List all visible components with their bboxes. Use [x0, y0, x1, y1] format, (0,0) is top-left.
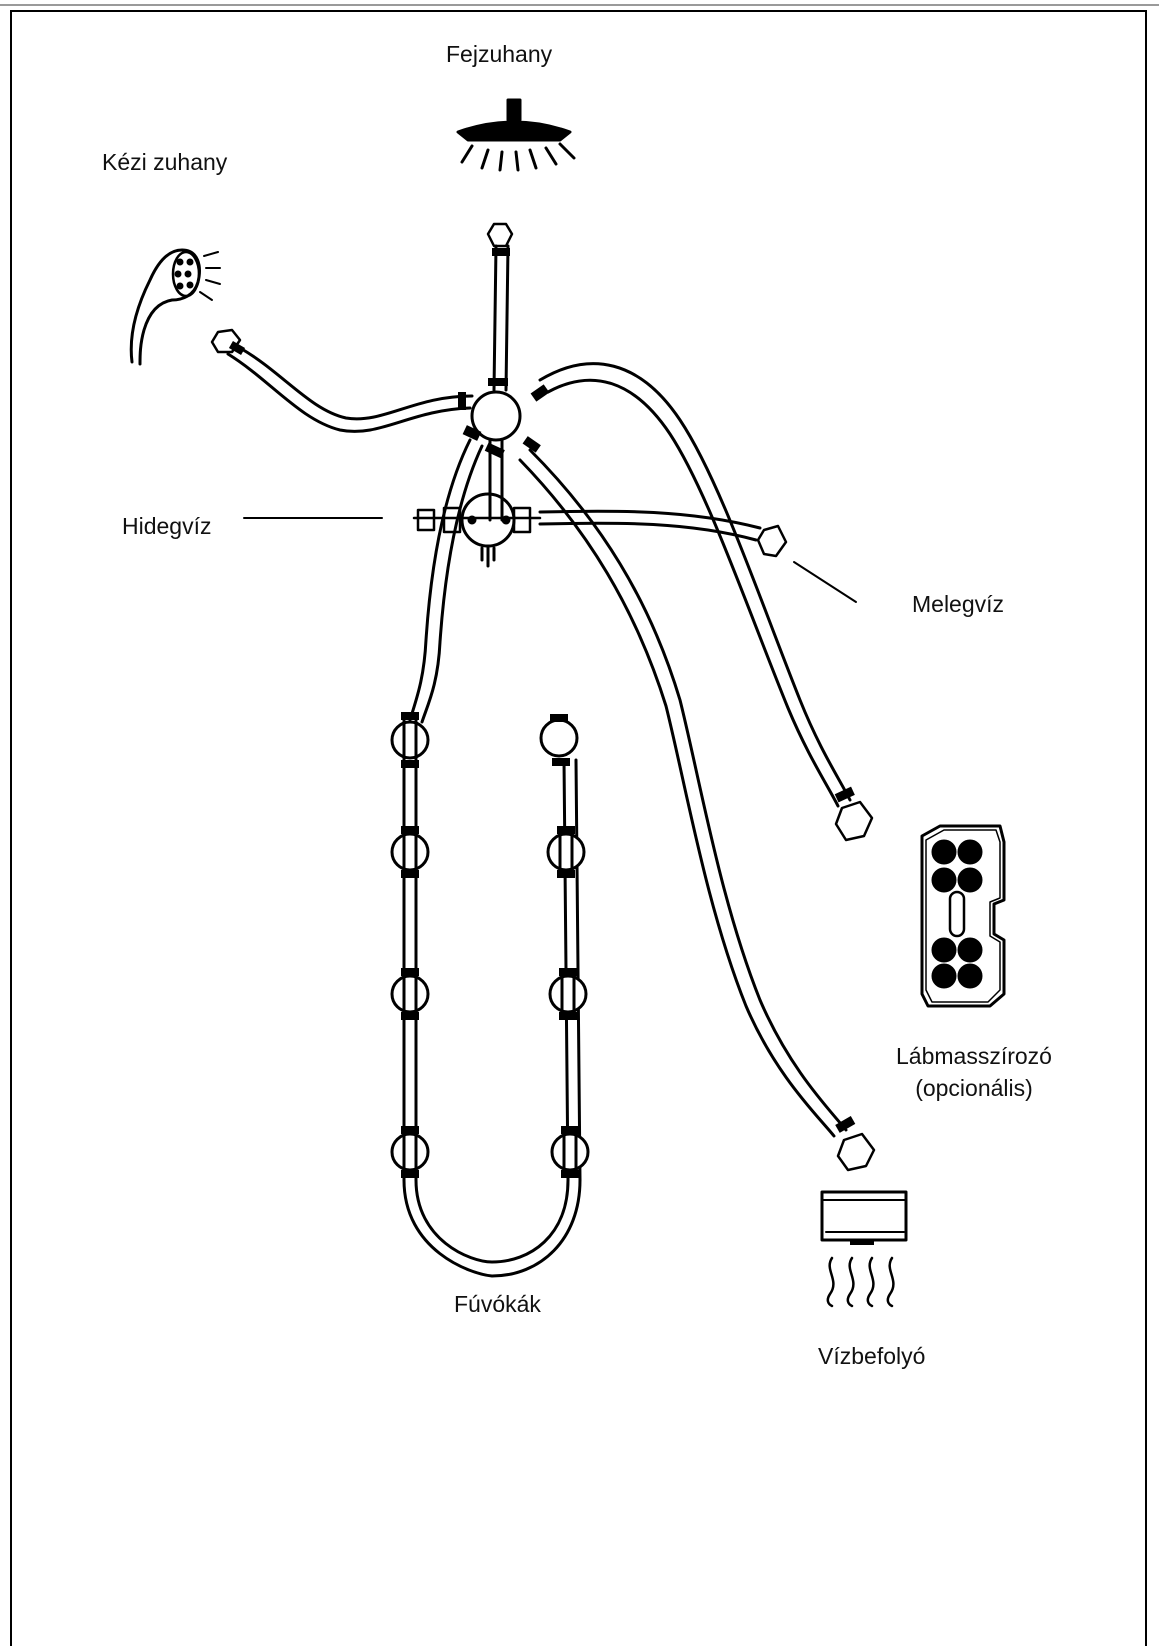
- head-shower-hose: [486, 222, 514, 392]
- hot-water-hose: [538, 509, 857, 603]
- diagram-frame: [10, 10, 1147, 1646]
- water-inlet-label: Vízbefolyó: [818, 1343, 926, 1369]
- head-shower-icon: [456, 98, 576, 172]
- hand-shower-label: Kézi zuhany: [102, 149, 228, 175]
- hand-shower-hose: [210, 328, 474, 433]
- jet-nozzle: [546, 826, 586, 878]
- jet-nozzle: [390, 712, 430, 768]
- foot-massager-optional-label: (opcionális): [915, 1075, 1033, 1101]
- jet-nozzle: [548, 968, 588, 1020]
- water-inlet-icon: [820, 1190, 908, 1308]
- jets-label: Fúvókák: [454, 1291, 541, 1317]
- water-inlet-hose: [518, 448, 876, 1172]
- hand-shower-icon: [129, 248, 221, 366]
- jet-nozzle: [390, 1126, 430, 1178]
- jet-nozzle: [390, 826, 430, 878]
- jet-nozzle: [550, 1126, 590, 1178]
- mixer-valve: [412, 492, 542, 568]
- foot-massager-hose: [538, 362, 874, 842]
- head-shower-label: Fejzuhany: [446, 41, 553, 67]
- foot-massager-label: Lábmasszírozó: [896, 1043, 1052, 1069]
- hot-water-label: Melegvíz: [912, 591, 1005, 617]
- jets-supply-hose: [408, 425, 484, 724]
- jet-nozzle: [390, 968, 430, 1020]
- cold-water-label: Hidegvíz: [122, 513, 212, 539]
- foot-massager-icon: [920, 824, 1006, 1008]
- upper-distributor: [470, 384, 550, 522]
- top-rule: [0, 4, 1159, 6]
